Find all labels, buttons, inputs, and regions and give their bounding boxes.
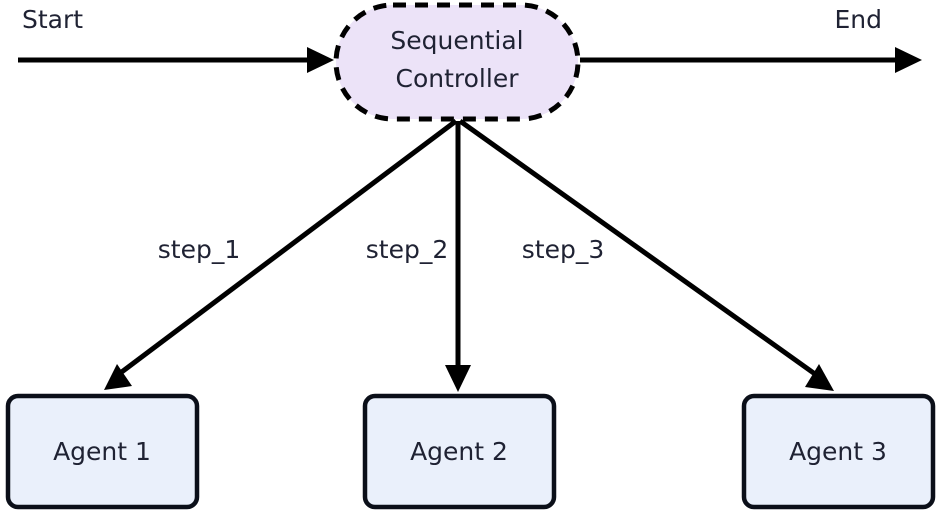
edge-step-1-line bbox=[117, 119, 458, 376]
edge-step-2-arrowhead bbox=[445, 365, 471, 392]
edge-step-2 bbox=[445, 121, 471, 392]
edge-end-arrowhead bbox=[895, 47, 922, 73]
edge-start-arrowhead bbox=[307, 47, 334, 73]
edge-label-step-2: step_2 bbox=[366, 235, 448, 264]
agent-3-label: Agent 3 bbox=[789, 437, 887, 466]
sequential-controller-shape[interactable] bbox=[333, 2, 581, 122]
edge-label-step-3: step_3 bbox=[522, 235, 604, 264]
node-sequential-controller[interactable]: Sequential Controller bbox=[333, 2, 581, 122]
edge-start-to-controller bbox=[18, 47, 334, 73]
start-label: Start bbox=[22, 5, 83, 34]
agent-2-label: Agent 2 bbox=[410, 437, 508, 466]
end-label: End bbox=[834, 5, 882, 34]
edge-step-1-arrowhead bbox=[104, 364, 132, 390]
node-agent-1[interactable]: Agent 1 bbox=[5, 393, 200, 510]
edge-controller-to-end bbox=[580, 47, 922, 73]
edge-label-step-1: step_1 bbox=[158, 235, 240, 264]
edge-step-3 bbox=[458, 118, 834, 391]
agent-3-shape[interactable] bbox=[741, 393, 936, 510]
node-agent-3[interactable]: Agent 3 bbox=[741, 393, 936, 510]
sequential-controller-label-line2: Controller bbox=[396, 64, 520, 93]
agent-2-shape[interactable] bbox=[362, 393, 557, 510]
node-agent-2[interactable]: Agent 2 bbox=[362, 393, 557, 510]
edge-step-3-line bbox=[458, 118, 817, 377]
edge-step-3-arrowhead bbox=[805, 364, 834, 391]
agent-1-label: Agent 1 bbox=[53, 437, 151, 466]
sequential-controller-label-line1: Sequential bbox=[390, 26, 523, 55]
agent-1-shape[interactable] bbox=[5, 393, 200, 510]
edge-step-1 bbox=[104, 119, 458, 390]
